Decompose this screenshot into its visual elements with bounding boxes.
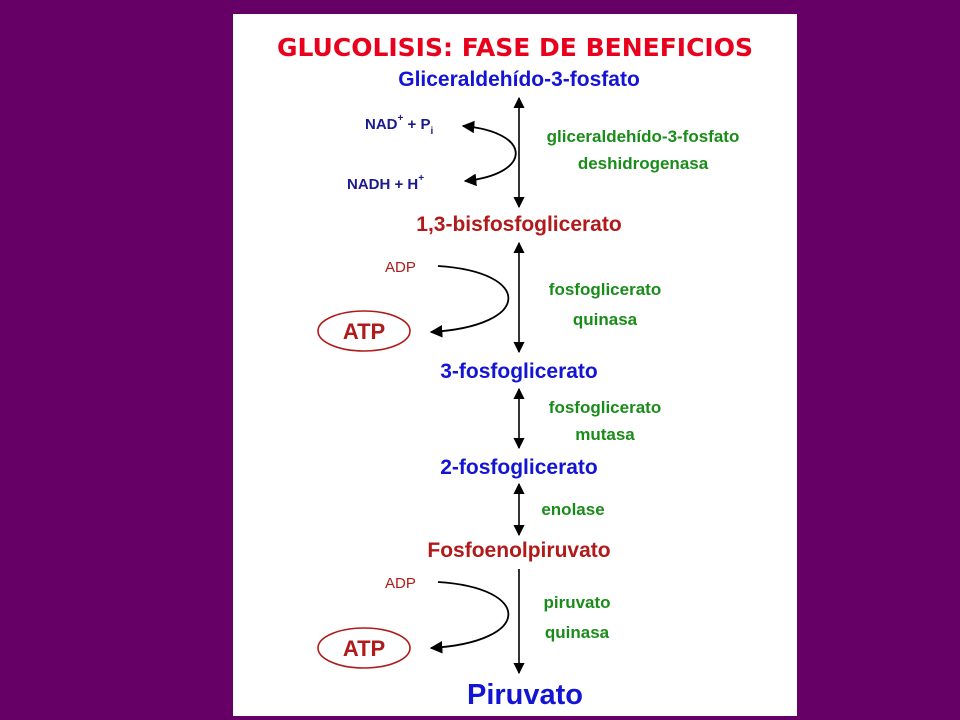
enzyme-1-line1: gliceraldehído-3-fosfato <box>547 127 740 146</box>
slide-panel: GLUCOLISIS: FASE DE BENEFICIOS Glicerald… <box>233 14 797 716</box>
enzyme-5-line1: piruvato <box>543 593 610 612</box>
cofactor-atp-2: ATP <box>343 636 385 661</box>
atp-ellipse-1 <box>317 310 411 352</box>
atp-ellipse-2 <box>317 627 411 669</box>
diagram-title: GLUCOLISIS: FASE DE BENEFICIOS <box>277 33 753 62</box>
cofactor-adp-2: ADP <box>385 575 416 592</box>
cofactor-atp-1: ATP <box>343 319 385 344</box>
enzyme-3-line1: fosfoglicerato <box>549 398 661 417</box>
cofactor-nad-pi: NAD+ + Pi <box>365 113 433 137</box>
cofactor-adp-1: ADP <box>385 259 416 276</box>
metabolite-fosfoenolpiruvato: Fosfoenolpiruvato <box>427 539 610 562</box>
enzyme-4-line1: enolase <box>541 500 604 519</box>
enzyme-3-line2: mutasa <box>575 425 635 444</box>
cofactor-arrow-adp-atp-1 <box>429 265 510 338</box>
enzyme-2-line2: quinasa <box>573 310 638 329</box>
cofactor-arrow-adp-atp-2 <box>429 581 510 654</box>
enzyme-5-line2: quinasa <box>545 623 610 642</box>
metabolite-1-3-bisfosfoglicerato: 1,3-bisfosfoglicerato <box>416 213 621 236</box>
cofactor-nadh-h: NADH + H+ <box>347 173 424 193</box>
metabolite-piruvato: Piruvato <box>467 679 583 711</box>
metabolite-gliceraldehido-3-fosfato: Gliceraldehído-3-fosfato <box>398 68 640 91</box>
metabolite-2-fosfoglicerato: 2-fosfoglicerato <box>440 456 598 479</box>
glycolysis-payoff-diagram: GLUCOLISIS: FASE DE BENEFICIOS Glicerald… <box>277 33 753 711</box>
metabolite-3-fosfoglicerato: 3-fosfoglicerato <box>440 360 598 383</box>
enzyme-1-line2: deshidrogenasa <box>578 154 709 173</box>
cofactor-arrow-nad <box>461 120 517 187</box>
enzyme-2-line1: fosfoglicerato <box>549 280 661 299</box>
